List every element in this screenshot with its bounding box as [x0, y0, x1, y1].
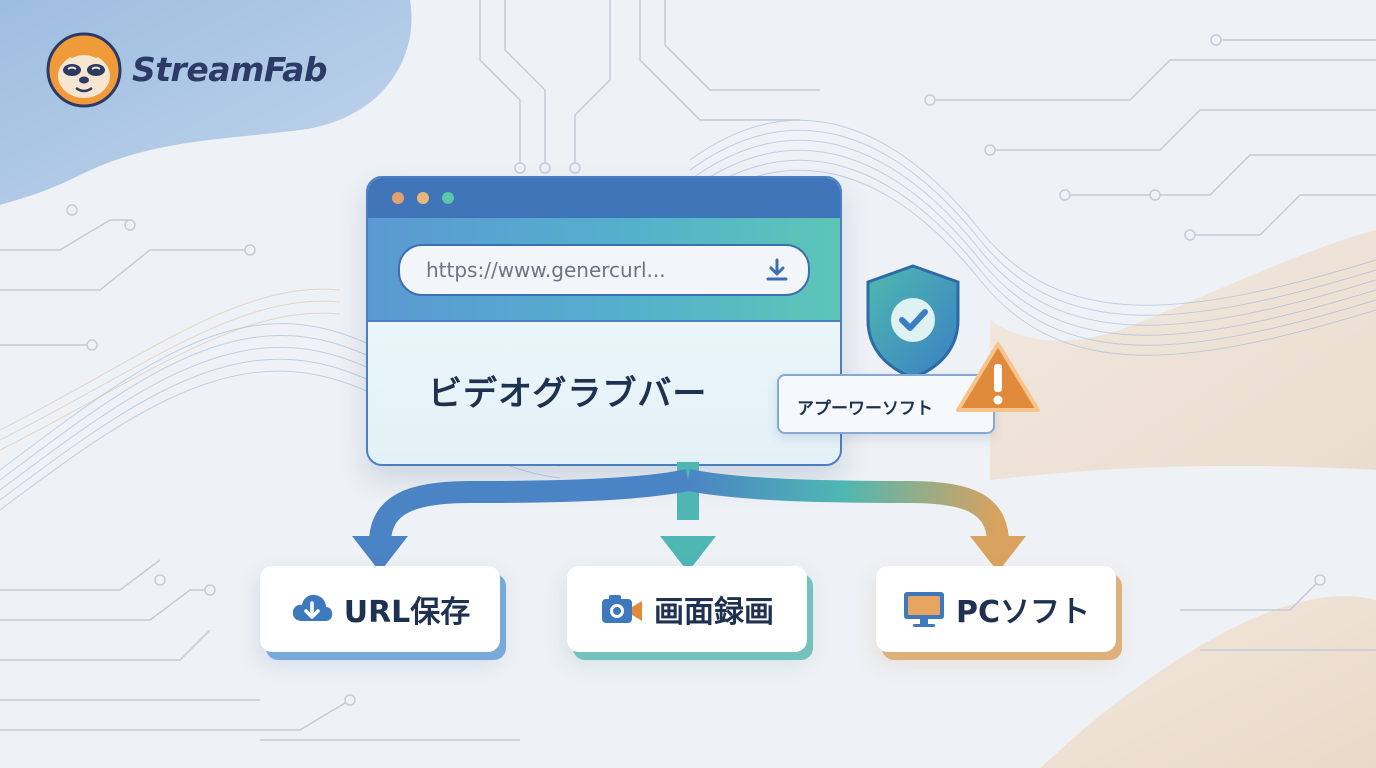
download-icon[interactable] [764, 257, 790, 283]
sand-blob-right [990, 230, 1376, 480]
option-label-pc-software: PCソフト [955, 595, 1090, 630]
browser-main-title: ビデオグラブバー [428, 374, 708, 414]
camera-icon [602, 595, 642, 623]
url-input[interactable]: https://www.genercurl... [398, 244, 810, 296]
monitor-icon [903, 592, 944, 627]
brand-logo: StreamFab [44, 30, 328, 108]
wave-lines-left-tan [0, 288, 341, 451]
cloud-download-icon [292, 594, 332, 621]
shield-check-icon [866, 264, 960, 380]
window-dot-2 [417, 192, 429, 204]
browser-toolbar: https://www.genercurl... [368, 218, 840, 322]
browser-title-bar [368, 178, 840, 218]
window-dot-3 [442, 192, 454, 204]
warning-triangle-icon [956, 342, 1040, 412]
wave-lines-right [689, 119, 1376, 356]
brand-name: StreamFab [132, 49, 328, 89]
option-label-screen-record: 画面録画 [654, 595, 774, 630]
circuit-lines [0, 0, 1376, 741]
option-label-url-save: URL保存 [343, 595, 471, 630]
browser-window: https://www.genercurl... ビデオグラブバー [366, 176, 842, 466]
option-card-pc-software[interactable]: PCソフト [876, 566, 1116, 652]
option-card-url-save[interactable]: URL保存 [260, 566, 500, 652]
option-card-screen-record[interactable]: 画面録画 [567, 566, 807, 652]
warning-badge: アプーワーソフト [777, 374, 995, 434]
url-text: https://www.genercurl... [426, 258, 666, 282]
circuit-nodes [66, 34, 1326, 706]
sloth-mascot-icon [46, 32, 122, 108]
sand-blob-bottom-right [1040, 596, 1376, 768]
window-dot-1 [392, 192, 404, 204]
warning-label: アプーワーソフト [797, 399, 933, 419]
